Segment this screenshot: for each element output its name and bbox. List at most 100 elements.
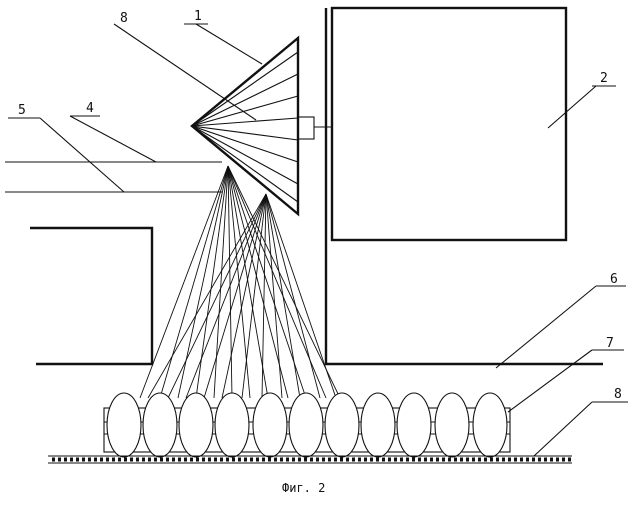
leader-8-bottom bbox=[534, 402, 592, 456]
conveyor-tick bbox=[424, 458, 427, 462]
conveyor-tick bbox=[454, 458, 457, 462]
conveyor-tick bbox=[376, 458, 379, 462]
label-8-bottom: 8 bbox=[614, 387, 622, 402]
leader-5 bbox=[40, 118, 124, 192]
conveyor-tick bbox=[364, 458, 367, 462]
ray-line bbox=[148, 194, 266, 398]
conveyor-tick bbox=[418, 458, 421, 462]
conveyor-tick bbox=[508, 458, 511, 462]
conveyor-tick bbox=[346, 458, 349, 462]
label-7: 7 bbox=[606, 336, 614, 351]
ray-line bbox=[266, 194, 300, 398]
label-1: 1 bbox=[194, 9, 202, 24]
conveyor-tick bbox=[106, 458, 109, 462]
conveyor-tick bbox=[262, 458, 265, 462]
conveyor-tick bbox=[292, 458, 295, 462]
label-6: 6 bbox=[610, 272, 618, 287]
conveyor-tick bbox=[214, 458, 217, 462]
conveyor-tick bbox=[382, 458, 385, 462]
label-8-top: 8 bbox=[120, 11, 128, 26]
conveyor-tick bbox=[172, 458, 175, 462]
conveyor-tick bbox=[370, 458, 373, 462]
conveyor-tick bbox=[196, 458, 199, 462]
ray-line bbox=[228, 166, 326, 398]
label-5: 5 bbox=[18, 103, 26, 118]
conveyor-tick bbox=[436, 458, 439, 462]
conveyor-tick bbox=[148, 458, 151, 462]
conveyor-tick bbox=[244, 458, 247, 462]
ray-line bbox=[214, 166, 228, 398]
conveyor-tick bbox=[160, 458, 163, 462]
conveyor-tick bbox=[190, 458, 193, 462]
conveyor-tick bbox=[64, 458, 67, 462]
ray-line bbox=[160, 166, 228, 398]
conveyor-tick bbox=[124, 458, 127, 462]
conveyor-tick bbox=[472, 458, 475, 462]
conveyor-tick bbox=[82, 458, 85, 462]
conveyor-tick bbox=[250, 458, 253, 462]
conveyor-tick bbox=[88, 458, 91, 462]
conveyor-tick bbox=[412, 458, 415, 462]
shaft bbox=[298, 117, 314, 139]
conveyor-tick bbox=[142, 458, 145, 462]
ray-line bbox=[196, 166, 228, 398]
conveyor-tick bbox=[526, 458, 529, 462]
conveyor-tick bbox=[340, 458, 343, 462]
object-ellipse bbox=[435, 393, 469, 457]
left-frame bbox=[30, 228, 152, 364]
conveyor-tick bbox=[514, 458, 517, 462]
label-4: 4 bbox=[86, 101, 94, 116]
object-ellipse bbox=[397, 393, 431, 457]
conveyor-tick bbox=[154, 458, 157, 462]
ray-line bbox=[204, 194, 266, 398]
cone-line bbox=[192, 52, 298, 126]
conveyor-tick bbox=[430, 458, 433, 462]
leader-2 bbox=[548, 86, 596, 128]
conveyor-tick bbox=[232, 458, 235, 462]
conveyor-tick bbox=[208, 458, 211, 462]
object-ellipse bbox=[215, 393, 249, 457]
conveyor-tick bbox=[226, 458, 229, 462]
conveyor-tick bbox=[400, 458, 403, 462]
ray-line bbox=[228, 166, 340, 398]
conveyor-tick bbox=[76, 458, 79, 462]
cone-line bbox=[192, 126, 298, 184]
conveyor-tick bbox=[166, 458, 169, 462]
conveyor-tick bbox=[496, 458, 499, 462]
conveyor-tick bbox=[406, 458, 409, 462]
label-2: 2 bbox=[600, 71, 608, 86]
conveyor-tick bbox=[358, 458, 361, 462]
conveyor-tick bbox=[460, 458, 463, 462]
conveyor-tick bbox=[568, 458, 571, 462]
object-ellipse bbox=[179, 393, 213, 457]
leader-7 bbox=[508, 350, 592, 412]
object-ellipse bbox=[143, 393, 177, 457]
conveyor-tick bbox=[328, 458, 331, 462]
conveyor-tick bbox=[256, 458, 259, 462]
cone-1 bbox=[192, 38, 298, 214]
conveyor-tick bbox=[70, 458, 73, 462]
conveyor-tick bbox=[238, 458, 241, 462]
conveyor-tick bbox=[118, 458, 121, 462]
leader-1 bbox=[196, 24, 262, 64]
ray-line bbox=[168, 194, 266, 398]
ray-line bbox=[178, 166, 228, 398]
conveyor-tick bbox=[316, 458, 319, 462]
conveyor-tick bbox=[538, 458, 541, 462]
conveyor-tick bbox=[268, 458, 271, 462]
conveyor-tick bbox=[286, 458, 289, 462]
conveyor-tick bbox=[304, 458, 307, 462]
conveyor-tick bbox=[562, 458, 565, 462]
conveyor-tick bbox=[502, 458, 505, 462]
block-2-support bbox=[326, 8, 603, 364]
conveyor-tick bbox=[94, 458, 97, 462]
conveyor-tick bbox=[52, 458, 55, 462]
radiation-rays bbox=[140, 166, 340, 398]
object-ellipse bbox=[107, 393, 141, 457]
conveyor-tick bbox=[202, 458, 205, 462]
conveyor-tick bbox=[466, 458, 469, 462]
conveyor-tick bbox=[220, 458, 223, 462]
object-ellipse bbox=[289, 393, 323, 457]
cone-internal-lines bbox=[192, 52, 298, 202]
